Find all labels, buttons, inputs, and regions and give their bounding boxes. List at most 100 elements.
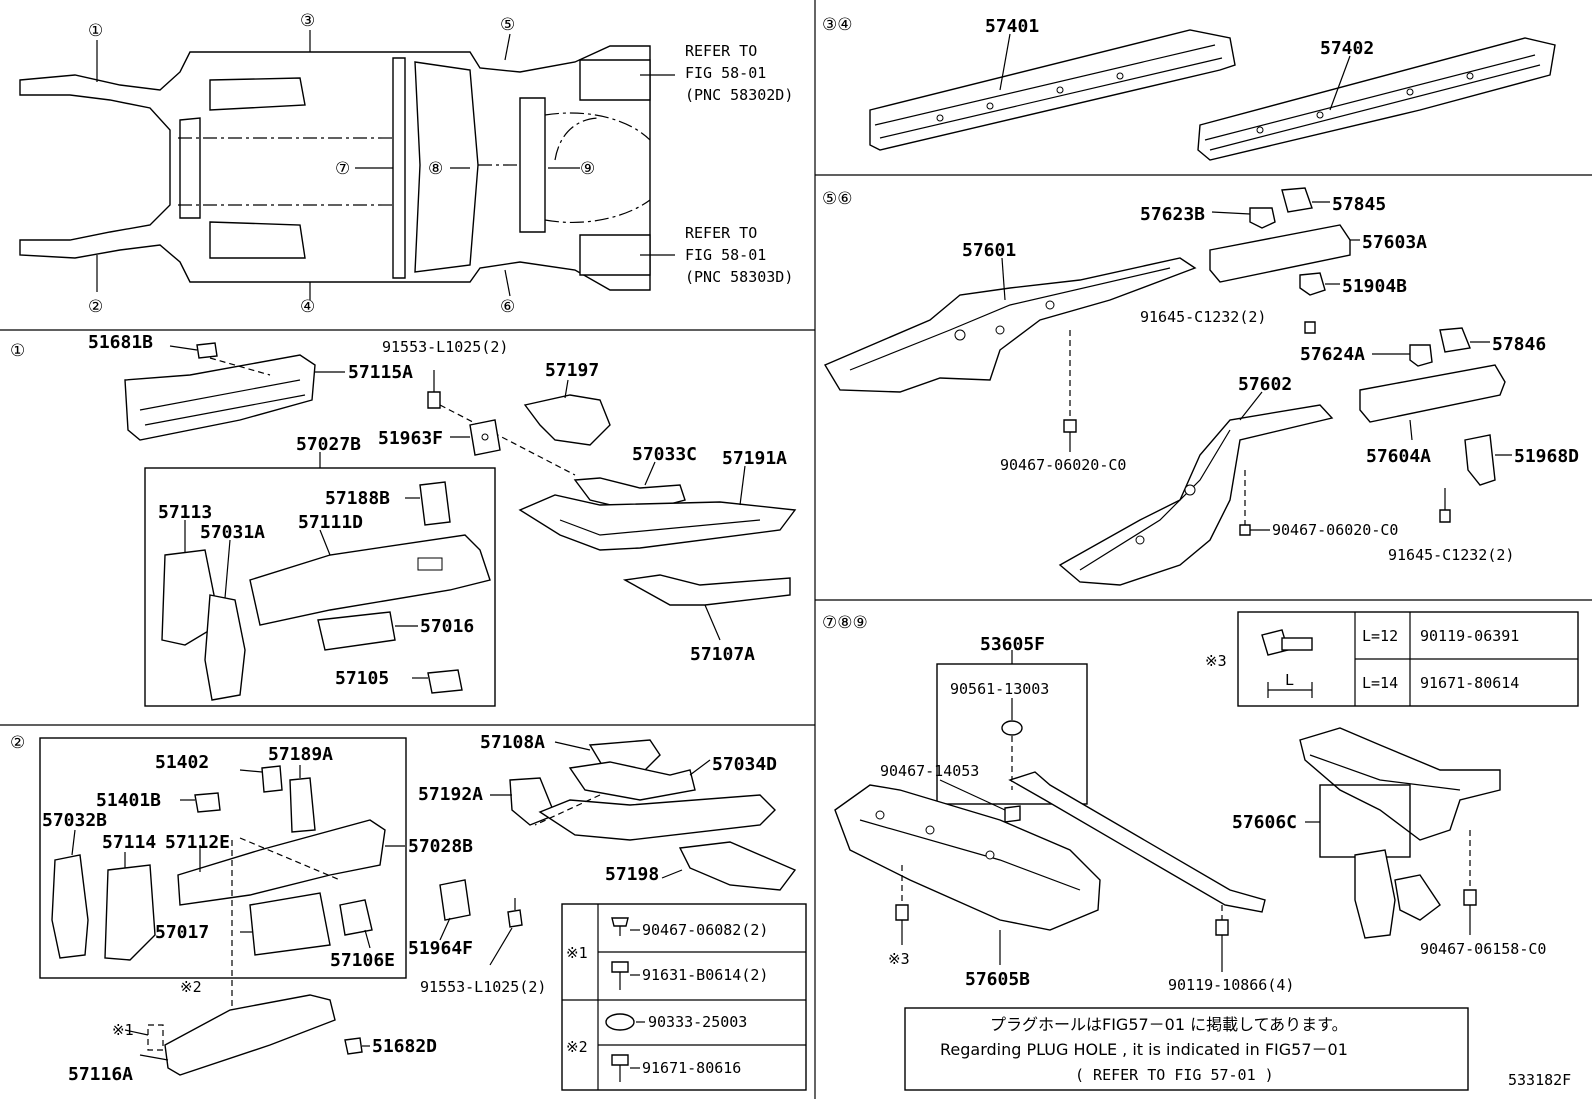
label-91645-b: 91645-C1232(2) <box>1388 546 1514 564</box>
underbody-overview <box>19 30 675 300</box>
clip-icon <box>611 917 629 927</box>
legend-mark-2: ※2 <box>566 1038 588 1056</box>
label-57602: 57602 <box>1238 374 1292 395</box>
bolt-row1-length: L=12 <box>1362 627 1398 645</box>
label-57016: 57016 <box>420 616 474 637</box>
callout-4: ④ <box>300 297 315 317</box>
label-90467-a: 90467-06020-C0 <box>1000 456 1126 474</box>
label-57188B: 57188B <box>325 488 390 509</box>
label-57604A: 57604A <box>1366 446 1431 467</box>
label-57032B: 57032B <box>42 810 107 831</box>
callout-6: ⑥ <box>500 297 515 317</box>
legend-part-4: 91671-80616 <box>642 1059 741 1077</box>
note-english: Regarding PLUG HOLE , it is indicated in… <box>940 1040 1348 1059</box>
label-57624A: 57624A <box>1300 344 1365 365</box>
label-57106E: 57106E <box>330 950 395 971</box>
figure-id: 533182F <box>1508 1071 1571 1089</box>
label-51963F: 51963F <box>378 428 443 449</box>
refer-bottom-line2: FIG 58-01 <box>685 246 766 264</box>
refer-bottom-line1: REFER TO <box>685 224 757 242</box>
legend-part-2: 91631-B0614(2) <box>642 966 768 984</box>
bolt-icon <box>611 961 629 973</box>
section-2-title: ② <box>10 733 25 753</box>
label-91645-a: 91645-C1232(2) <box>1140 308 1266 326</box>
label-90467-14053: 90467-14053 <box>880 762 979 780</box>
callout-8: ⑧ <box>428 159 443 179</box>
legend-mark-1: ※1 <box>566 944 588 962</box>
section-789: ⑦⑧⑨ ※3 L <box>822 611 1579 1091</box>
label-57623B: 57623B <box>1140 204 1205 225</box>
label-57846: 57846 <box>1492 334 1546 355</box>
mark-1-on-part: ※1 <box>112 1021 134 1039</box>
mark-2-on-part: ※2 <box>180 978 202 996</box>
label-51681B: 51681B <box>88 332 153 353</box>
bolt-row1-part: 90119-06391 <box>1420 627 1519 645</box>
label-57605B: 57605B <box>965 969 1030 990</box>
label-57033C: 57033C <box>632 444 697 465</box>
refer-top-line2: FIG 58-01 <box>685 64 766 82</box>
label-57189A: 57189A <box>268 744 333 765</box>
label-57401: 57401 <box>985 16 1039 37</box>
label-57107A: 57107A <box>690 644 755 665</box>
label-90467-b: 90467-06020-C0 <box>1272 521 1398 539</box>
section-789-title: ⑦⑧⑨ <box>822 613 868 633</box>
plug-icon <box>605 1013 635 1031</box>
label-51401B: 51401B <box>96 790 161 811</box>
callout-7: ⑦ <box>335 159 350 179</box>
label-57113: 57113 <box>158 502 212 523</box>
refer-bottom-line3: (PNC 58303D) <box>685 268 793 286</box>
refer-top-line3: (PNC 58302D) <box>685 86 793 104</box>
label-57034D: 57034D <box>712 754 777 775</box>
label-51402: 51402 <box>155 752 209 773</box>
label-57197: 57197 <box>545 360 599 381</box>
section-34: ③④ 57401 57402 <box>822 15 1556 161</box>
section-2: ② <box>10 732 807 1091</box>
bolt-length-table: ※3 L L=12 90119-06391 L=14 91671-80614 <box>1205 611 1579 707</box>
callout-2: ② <box>88 297 103 317</box>
callout-3: ③ <box>300 11 315 31</box>
overview-callouts: ① ② ③ ④ ⑤ ⑥ ⑦ ⑧ ⑨ REFER TO FIG 58-01 (PN… <box>88 11 793 317</box>
label-57111D: 57111D <box>298 512 363 533</box>
bolt-row2-part: 91671-80614 <box>1420 674 1519 692</box>
label-51968D: 51968D <box>1514 446 1579 467</box>
label-57402: 57402 <box>1320 38 1374 59</box>
label-57192A: 57192A <box>418 784 483 805</box>
note-japanese: プラグホールはFIG57－01 に掲載してあります。 <box>990 1015 1348 1034</box>
label-90119-10866: 90119-10866(4) <box>1168 976 1294 994</box>
label-57114: 57114 <box>102 832 156 853</box>
label-57108A: 57108A <box>480 732 545 753</box>
section-1: ① <box>10 332 797 707</box>
label-91553-b: 91553-L1025(2) <box>420 978 546 996</box>
callout-9: ⑨ <box>580 159 595 179</box>
label-57017: 57017 <box>155 922 209 943</box>
note-reference: ( REFER TO FIG 57-01 ) <box>1075 1066 1274 1084</box>
label-57112E: 57112E <box>165 832 230 853</box>
label-51904B: 51904B <box>1342 276 1407 297</box>
label-90561: 90561-13003 <box>950 680 1049 698</box>
callout-1: ① <box>88 21 103 41</box>
refer-top-line1: REFER TO <box>685 42 757 60</box>
mark-3-on-part: ※3 <box>888 950 910 968</box>
label-57191A: 57191A <box>722 448 787 469</box>
bolt-icon <box>611 1054 629 1066</box>
label-57601: 57601 <box>962 240 1016 261</box>
label-57606C: 57606C <box>1232 812 1297 833</box>
section-1-title: ① <box>10 341 25 361</box>
label-57105: 57105 <box>335 668 389 689</box>
section-56: ⑤⑥ <box>822 187 1579 586</box>
label-91553-a: 91553-L1025(2) <box>382 338 508 356</box>
label-90467-06158: 90467-06158-C0 <box>1420 940 1546 958</box>
fastener-legend: ※1 ※2 90467-06082(2) 91631-B0614(2) 9033… <box>561 903 807 1091</box>
label-57027B: 57027B <box>296 434 361 455</box>
label-57845: 57845 <box>1332 194 1386 215</box>
plug-hole-note: プラグホールはFIG57－01 に掲載してあります。 Regarding PLU… <box>904 1007 1469 1091</box>
label-57603A: 57603A <box>1362 232 1427 253</box>
label-57116A: 57116A <box>68 1064 133 1085</box>
label-57198: 57198 <box>605 864 659 885</box>
label-57115A: 57115A <box>348 362 413 383</box>
callout-5: ⑤ <box>500 15 515 35</box>
bolt-table-mark: ※3 <box>1205 652 1227 670</box>
